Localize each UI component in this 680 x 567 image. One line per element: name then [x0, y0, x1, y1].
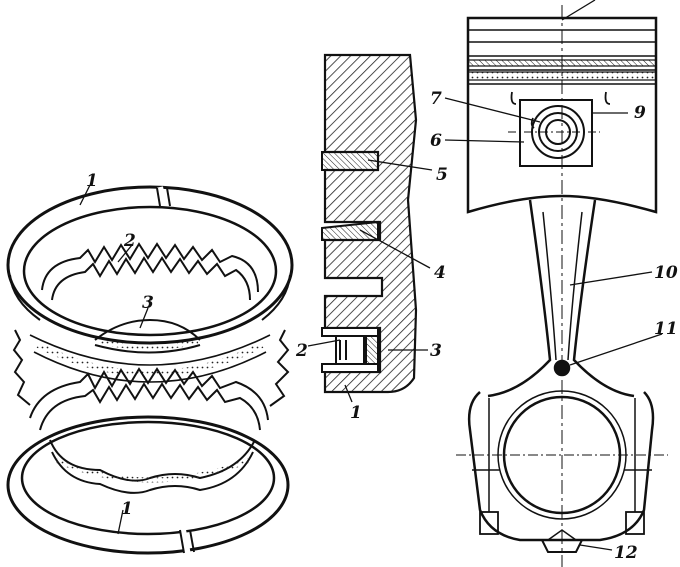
callout-rail-top: 3 — [142, 293, 154, 313]
piston-section-figure — [307, 53, 433, 403]
callout-ring-bottom: 1 — [121, 499, 133, 519]
groove-oil-ring — [321, 327, 379, 373]
rod-leaders — [444, 97, 663, 551]
callout-section-4: 4 — [434, 263, 446, 283]
bottom-ring — [6, 415, 290, 556]
callout-labels: 1 2 3 1 2 3 1 4 5 6 7 9 10 11 12 — [86, 89, 678, 563]
callout-ring-top: 1 — [86, 171, 98, 191]
connecting-rod — [487, 199, 635, 398]
callout-pin-7: 7 — [430, 89, 442, 109]
callout-bolt-12: 12 — [614, 543, 638, 563]
piston-rod-figure — [444, 0, 668, 567]
lower-expander — [29, 367, 269, 431]
lower-rail — [49, 439, 256, 494]
big-end — [456, 390, 668, 553]
ring-set-figure — [6, 184, 294, 556]
middle-band — [12, 329, 290, 407]
piston — [466, 16, 658, 214]
callout-expander-top: 2 — [123, 231, 136, 251]
callout-bearing-11: 11 — [654, 319, 678, 339]
callout-section-3: 3 — [430, 341, 442, 361]
upper-expander — [41, 242, 259, 301]
callout-section-1: 1 — [350, 403, 362, 423]
callout-rod-10: 10 — [654, 263, 678, 283]
top-ring — [6, 185, 294, 345]
oil-rail — [94, 318, 201, 354]
ring-leaders — [79, 184, 149, 535]
section-leaders — [307, 159, 433, 403]
callout-piston-9: 9 — [634, 103, 646, 123]
piston-pin — [508, 105, 600, 159]
callout-pin-6: 6 — [430, 131, 442, 151]
section-wall — [323, 53, 418, 394]
groove-ring-4 — [321, 220, 379, 241]
callout-section-2: 2 — [295, 341, 308, 361]
groove-ring-5 — [321, 151, 379, 171]
callout-section-5: 5 — [436, 165, 448, 185]
